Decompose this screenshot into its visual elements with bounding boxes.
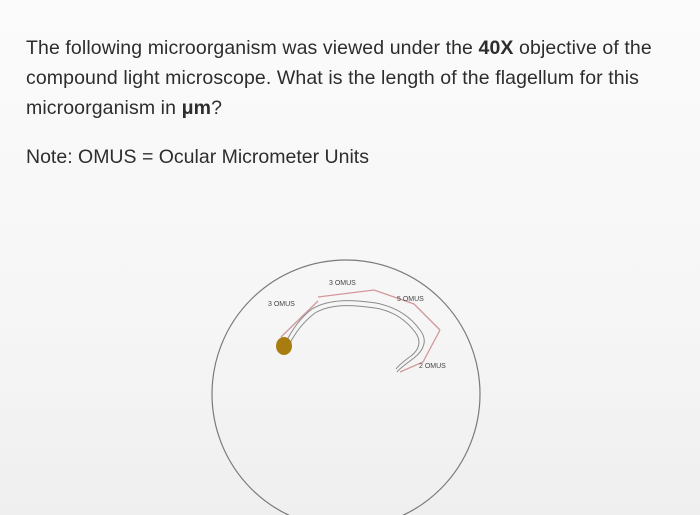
bracket-seg-2 [317,289,375,298]
label-seg-1: 3 OMUS [268,301,295,308]
note-text: Note: OMUS = Ocular Micrometer Units [26,146,369,168]
question-part-1: The following microorganism was viewed u… [26,37,479,59]
question-text: The following microorganism was viewed u… [26,33,686,123]
unit-label: μm [181,97,212,119]
objective-magnification: 40X [478,37,514,59]
label-seg-4: 2 OMUS [419,363,446,370]
cell-body [276,337,292,355]
bracket-seg-1 [280,300,319,338]
bracket-seg-4 [399,329,441,373]
label-seg-3: 5 OMUS [397,296,424,303]
bracket-seg-3 [373,289,441,331]
measurement-brackets [280,289,441,373]
field-of-view-circle [211,259,481,515]
label-seg-2: 3 OMUS [329,280,356,287]
question-part-2: objective of the compound light microsco… [26,37,652,119]
flagellum [285,300,425,373]
question-part-3: ? [211,97,223,119]
